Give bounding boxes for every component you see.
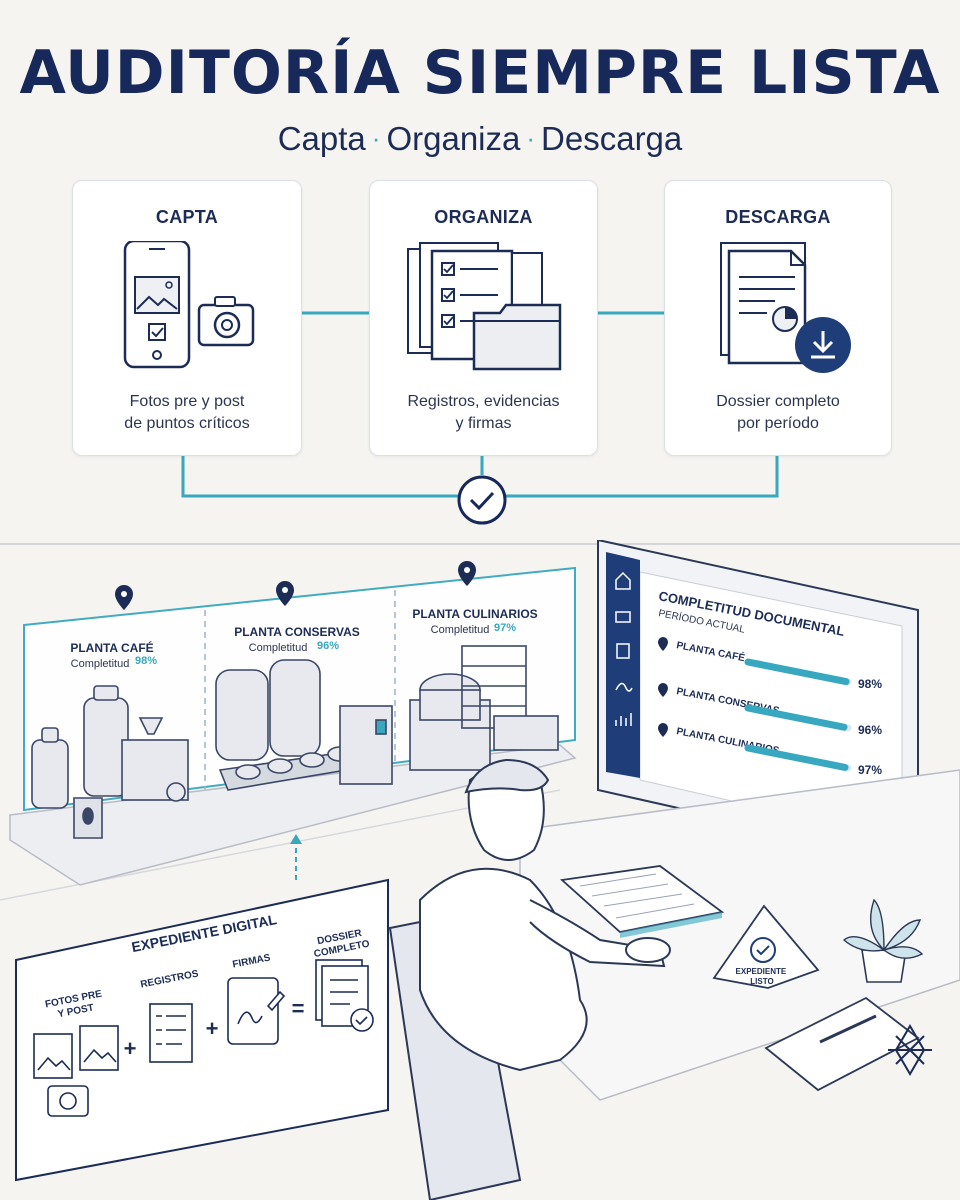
plant-name: PLANTA CAFÉ [70, 640, 153, 655]
plant-completeness-label: Completitud [71, 658, 130, 670]
plant-name: PLANTA CONSERVAS [234, 625, 360, 639]
signature-icon [615, 682, 633, 692]
step-card-descarga: DESCARGA Dossier completo por período [664, 180, 892, 456]
step-description: Registros, evidencias y firmas [407, 393, 560, 432]
page-subtitle: Capta·Organiza·Descarga [0, 120, 960, 158]
plant-completeness: 98% [135, 655, 157, 667]
culinary-plant-machinery [409, 645, 559, 771]
location-pin-icon [458, 561, 476, 586]
photos-icon [33, 1025, 119, 1117]
step-card-organiza: ORGANIZA Registros, evidencias y firmas [369, 180, 598, 456]
checklist-icon [149, 1003, 193, 1063]
progress-bar [744, 658, 850, 686]
brand-logo-icon [888, 1024, 932, 1076]
location-pin-icon [658, 637, 668, 651]
monitor-row-value: 98% [858, 677, 882, 691]
folder-documents-icon [407, 242, 562, 371]
step-title: DESCARGA [725, 207, 831, 227]
canning-plant-machinery [215, 659, 393, 791]
phone-camera-icon [123, 241, 255, 369]
location-pin-icon [276, 581, 294, 606]
equals-sign: = [292, 996, 305, 1021]
step-card-capta: CAPTA Fotos pre y post de puntos crítico… [72, 180, 302, 456]
tent-card-text: EXPEDIENTE LISTO [736, 967, 789, 986]
plant-completeness-label: Completitud [249, 642, 308, 654]
page-title: AUDITORÍA SIEMPRE LISTA [19, 38, 941, 108]
monitor-row-value: 96% [858, 723, 882, 737]
chart-icon [615, 713, 632, 726]
flow-connectors [181, 311, 779, 525]
plant-name: PLANTA CULINARIOS [412, 607, 537, 621]
step-title: CAPTA [155, 207, 219, 227]
location-pin-icon [658, 723, 668, 737]
keyboard [559, 865, 725, 938]
plus-sign: + [124, 1036, 137, 1061]
person-at-desk [388, 758, 671, 1200]
tablet-signature-icon [227, 977, 286, 1045]
progress-bar [744, 744, 849, 771]
folder-icon [615, 611, 631, 623]
home-icon [615, 571, 631, 590]
subtitle-separator: · [371, 123, 381, 153]
check-circle-icon [457, 475, 507, 525]
dossier-check-icon [315, 959, 374, 1032]
location-pin-icon [115, 585, 133, 610]
progress-bar [744, 704, 848, 731]
subtitle-organiza: Organiza [386, 120, 521, 157]
expediente-digital-panel: EXPEDIENTE DIGITAL FOTOS PREY POST REGIS… [15, 878, 389, 1182]
coffee-plant-machinery [31, 685, 189, 839]
monitor-row-value: 97% [858, 763, 882, 777]
check-circle-icon [750, 937, 776, 963]
plus-sign: + [206, 1016, 219, 1041]
plant-completeness: 96% [317, 640, 339, 652]
subtitle-separator: · [526, 123, 536, 153]
step-description: Dossier completo por período [716, 393, 840, 432]
office-scene: PLANTA CAFÉ Completitud 98% PLANTA CONSE… [0, 540, 960, 1200]
plant-completeness-label: Completitud [431, 624, 490, 636]
step-title: ORGANIZA [434, 207, 533, 227]
step-description: Fotos pre y post de puntos críticos [124, 393, 250, 432]
document-download-icon [720, 242, 851, 373]
potted-plant [842, 898, 924, 983]
plant-completeness: 97% [494, 622, 516, 634]
subtitle-capta: Capta [277, 120, 366, 157]
monitor: COMPLETITUD DOCUMENTAL PERÍODO ACTUAL PL… [597, 540, 919, 902]
clipboard-icon [616, 643, 630, 659]
subtitle-descarga: Descarga [541, 120, 683, 157]
expediente-listo-card: EXPEDIENTE LISTO [712, 904, 820, 989]
location-pin-icon [658, 683, 668, 697]
